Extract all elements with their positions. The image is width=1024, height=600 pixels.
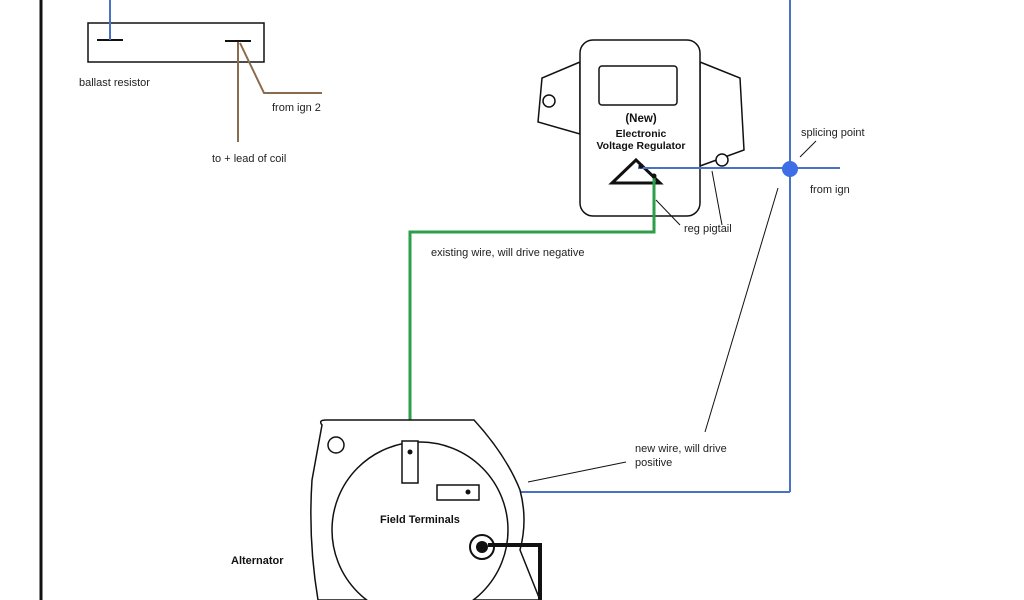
existing-wire-label: existing wire, will drive negative [431, 247, 585, 259]
ballast-resistor [87, 22, 265, 63]
negative-wire [408, 176, 656, 452]
field-terminals-label: Field Terminals [380, 514, 460, 526]
reg-terminal-dot [638, 163, 644, 169]
reg-pigtail-label: reg pigtail [684, 223, 732, 235]
from-ign-2-label: from ign 2 [272, 102, 321, 114]
voltage-regulator [537, 39, 745, 217]
reg-terminal-dot [651, 173, 657, 179]
splicing-point-label: splicing point [801, 127, 865, 139]
alt-terminal-dot [407, 449, 413, 455]
alternator-label: Alternator [231, 555, 284, 567]
to-coil-label: to + lead of coil [212, 153, 287, 165]
new-wire-label-line1: new wire, will drive [635, 443, 727, 455]
from-ign-label: from ign [810, 184, 850, 196]
leader-lines [527, 140, 817, 483]
new-wire-label-line2: positive [635, 457, 673, 469]
regulator-electronic-text: Electronic [615, 128, 667, 140]
ballast-resistor-label: ballast resistor [79, 77, 150, 89]
splicing-point-dot [782, 161, 798, 177]
alternator-output-wire [488, 543, 542, 600]
regulator-voltage-text: Voltage Regulator [596, 140, 686, 152]
alt-terminal-dot [465, 489, 471, 495]
regulator-new-text: (New) [625, 113, 657, 125]
alternator [310, 419, 541, 600]
coil-wires [237, 42, 322, 142]
